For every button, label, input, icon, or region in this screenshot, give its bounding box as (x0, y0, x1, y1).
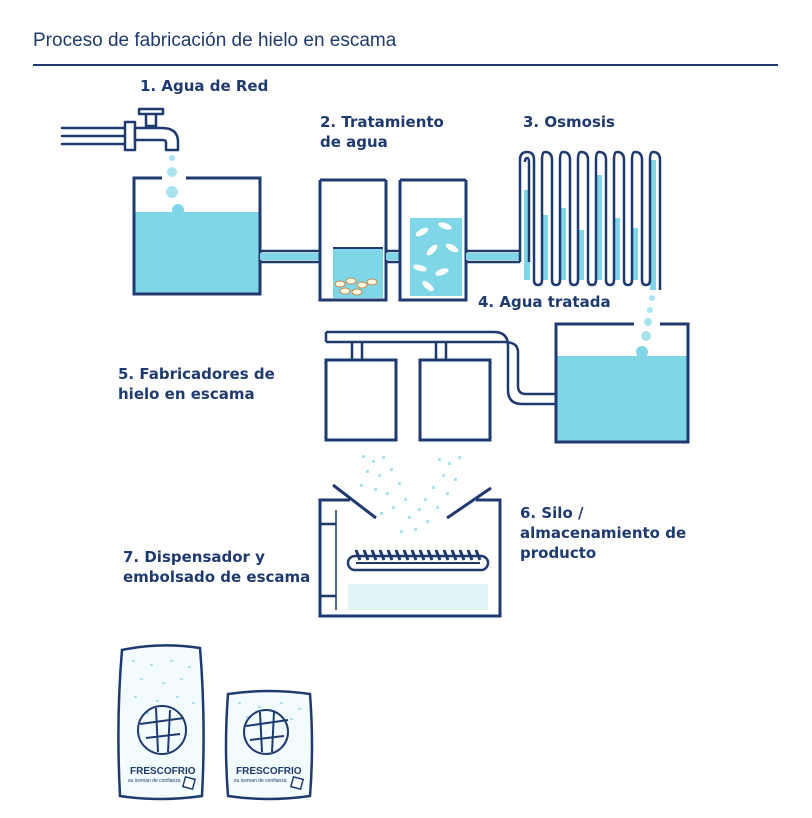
silo (318, 483, 502, 618)
step-1-label: 1. Agua de Red (140, 77, 269, 95)
pipe-2 (386, 249, 400, 264)
step-6-label: 6. Silo / almacenamiento de producto (520, 504, 687, 562)
silo-auger (346, 549, 490, 572)
osmosis-drops (636, 295, 655, 358)
water-drops (166, 155, 184, 216)
bag-large-tagline: su iceman de confianza (128, 778, 181, 784)
ice-bag-large: FRESCOFRIO su iceman de confianza (117, 644, 205, 801)
bag-small-brand: FRESCOFRIO (236, 766, 302, 777)
treatment-tank-b (398, 178, 468, 302)
ice-maker-1 (324, 358, 398, 442)
bag-large-brand: FRESCOFRIO (130, 766, 196, 777)
bag-small-tagline: su iceman de confianza (234, 778, 287, 784)
falling-ice-flakes (360, 455, 461, 533)
step-3-label: 3. Osmosis (523, 113, 615, 131)
step-2-label: 2. Tratamiento de agua (320, 113, 444, 151)
faucet-icon (60, 107, 180, 152)
step-4-label: 4. Agua tratada (478, 293, 611, 311)
title-divider (33, 64, 778, 66)
page-title: Proceso de fabricación de hielo en escam… (33, 30, 397, 51)
step-5-label: 5. Fabricadores de hielo en escama (118, 365, 275, 403)
osmosis-coil (518, 150, 662, 290)
network-tank (132, 176, 262, 296)
step-7-label: 7. Dispensador y embolsado de escama (123, 548, 311, 586)
pipe-4 (324, 330, 556, 406)
treated-water-tank (554, 322, 690, 444)
pipe-1 (260, 249, 320, 264)
treatment-tank-a (318, 178, 388, 302)
pipe-3 (466, 249, 520, 264)
ice-bag-small: FRESCOFRIO su iceman de confianza (224, 689, 314, 801)
ice-maker-2 (418, 358, 492, 442)
